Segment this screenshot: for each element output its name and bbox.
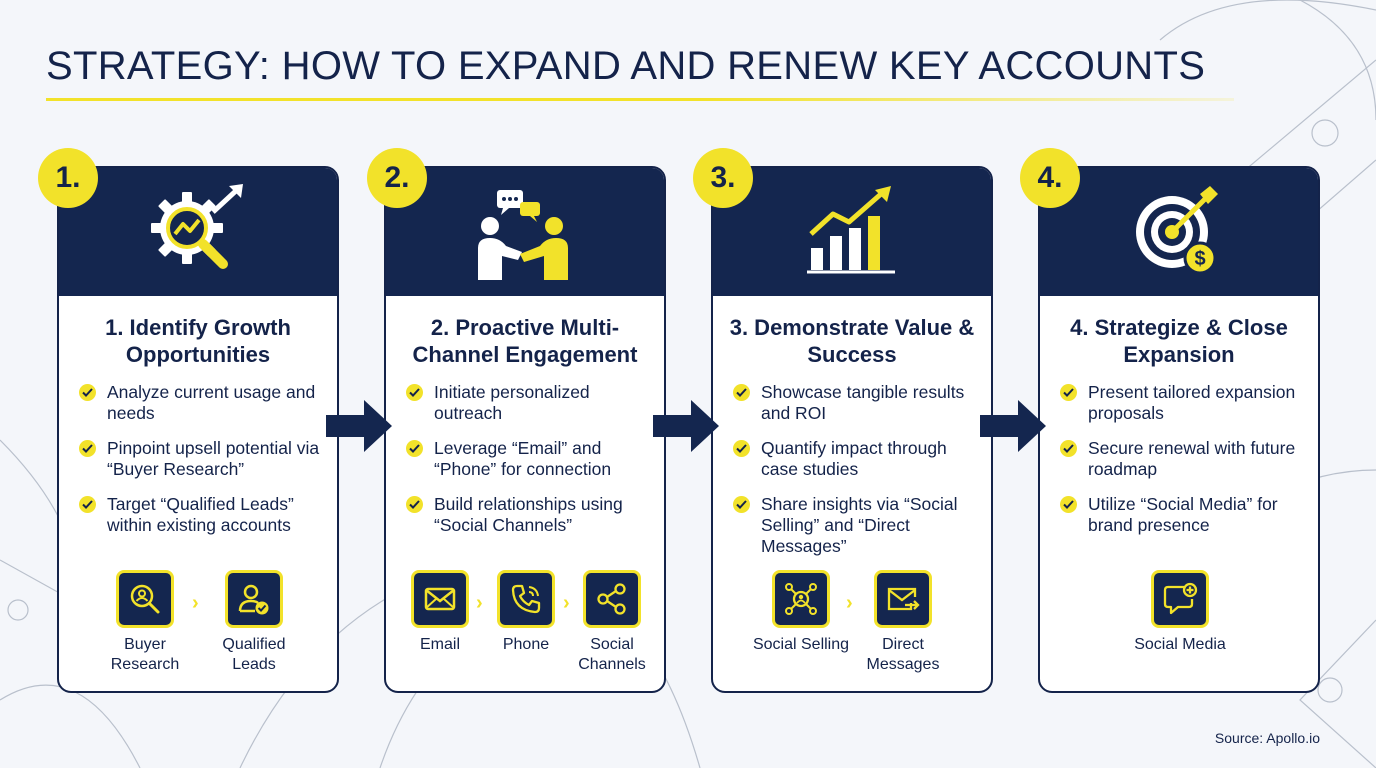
- chevron-right-icon: ›: [192, 592, 199, 614]
- magnifier-person-icon: [130, 584, 160, 614]
- bullet-text: Quantify impact through case studies: [761, 438, 947, 479]
- arrow-right-icon: [326, 400, 392, 452]
- source-note: Source: Apollo.io: [1214, 730, 1320, 746]
- tool-label: Social Selling: [752, 636, 850, 653]
- step-title: 4. Strategize & Close Expansion: [1070, 315, 1288, 367]
- tool-row: Email › Phone ›: [386, 570, 664, 680]
- check-icon: [1060, 440, 1077, 457]
- phone-icon: [511, 584, 541, 614]
- list-item: Quantify impact through case studies: [733, 438, 981, 480]
- arrow-right-icon: [980, 400, 1046, 452]
- step-title: 1. Identify Growth Opportunities: [105, 315, 291, 367]
- list-item: Pinpoint upsell potential via “Buyer Res…: [79, 438, 327, 480]
- bullet-text: Share insights via “Social Selling” and …: [761, 494, 958, 556]
- check-icon: [1060, 496, 1077, 513]
- bullet-text: Build relationships using “Social Channe…: [434, 494, 623, 535]
- tool-social-channels: Social Channels: [562, 570, 662, 675]
- envelope-icon: [424, 587, 456, 611]
- chevron-right-icon: ›: [476, 592, 483, 614]
- list-item: Utilize “Social Media” for brand presenc…: [1060, 494, 1308, 536]
- bullet-text: Analyze current usage and needs: [107, 382, 316, 423]
- bullet-text: Pinpoint upsell potential via “Buyer Res…: [107, 438, 320, 479]
- handshake-chat-icon: [478, 190, 568, 280]
- step-card-2: 2. Proactive Multi-Channel Engagement In…: [384, 166, 666, 693]
- bar-chart-growth-icon: [807, 186, 895, 274]
- tool-social-selling: Social Selling: [751, 570, 851, 655]
- tool-social-media: Social Media: [1130, 570, 1230, 655]
- check-icon: [79, 440, 96, 457]
- chevron-right-icon: ›: [846, 592, 853, 614]
- bullet-text: Utilize “Social Media” for brand presenc…: [1088, 494, 1278, 535]
- tool-row: Social Media: [1040, 570, 1318, 680]
- step-title: 3. Demonstrate Value & Success: [729, 315, 975, 367]
- step-badge-3: 3.: [693, 148, 753, 208]
- list-item: Target “Qualified Leads” within existing…: [79, 494, 327, 536]
- title-underline: [46, 98, 1234, 101]
- chat-plus-icon: [1163, 582, 1198, 615]
- check-icon: [79, 384, 96, 401]
- tool-row: Social Selling › Direct Messages: [713, 570, 991, 680]
- tool-row: Buyer Research › Qualified Leads: [59, 570, 337, 680]
- list-item: Present tailored expansion proposals: [1060, 382, 1308, 424]
- tool-label: Buyer Research: [110, 636, 180, 673]
- card-header: $: [1040, 168, 1318, 296]
- step-card-3: 3. Demonstrate Value & Success Showcase …: [711, 166, 993, 693]
- bullet-list: Analyze current usage and needs Pinpoint…: [79, 382, 327, 550]
- network-person-icon: [785, 583, 817, 615]
- card-header: [386, 168, 664, 296]
- tool-phone: Phone: [476, 570, 576, 655]
- svg-text:$: $: [1194, 248, 1205, 270]
- list-item: Showcase tangible results and ROI: [733, 382, 981, 424]
- check-icon: [1060, 384, 1077, 401]
- step-card-1: 1. Identify Growth Opportunities Analyze…: [57, 166, 339, 693]
- page-title: STRATEGY: HOW TO EXPAND AND RENEW KEY AC…: [46, 44, 1206, 88]
- tool-email: Email: [390, 570, 490, 655]
- check-icon: [406, 384, 423, 401]
- bullet-list: Present tailored expansion proposals Sec…: [1060, 382, 1308, 550]
- check-icon: [733, 384, 750, 401]
- list-item: Build relationships using “Social Channe…: [406, 494, 654, 536]
- bullet-list: Showcase tangible results and ROI Quanti…: [733, 382, 981, 571]
- step-badge-4: 4.: [1020, 148, 1080, 208]
- share-icon: [597, 583, 626, 615]
- bullet-text: Target “Qualified Leads” within existing…: [107, 494, 294, 535]
- step-badge-1: 1.: [38, 148, 98, 208]
- check-icon: [733, 440, 750, 457]
- bullet-text: Secure renewal with future roadmap: [1088, 438, 1296, 479]
- list-item: Share insights via “Social Selling” and …: [733, 494, 981, 557]
- tool-label: Direct Messages: [866, 636, 940, 673]
- card-header: [713, 168, 991, 296]
- tool-label: Phone: [502, 636, 550, 653]
- bullet-text: Initiate personalized outreach: [434, 382, 590, 423]
- target-dollar-icon: $: [1136, 186, 1218, 275]
- check-icon: [79, 496, 96, 513]
- check-icon: [406, 440, 423, 457]
- list-item: Initiate personalized outreach: [406, 382, 654, 424]
- tool-qualified-leads: Qualified Leads: [204, 570, 304, 675]
- check-icon: [406, 496, 423, 513]
- check-icon: [733, 496, 750, 513]
- bullet-text: Leverage “Email” and “Phone” for connect…: [434, 438, 612, 479]
- tool-buyer-research: Buyer Research: [95, 570, 195, 675]
- tool-label: Social Media: [1134, 636, 1226, 653]
- card-header: [59, 168, 337, 296]
- list-item: Analyze current usage and needs: [79, 382, 327, 424]
- bullet-list: Initiate personalized outreach Leverage …: [406, 382, 654, 550]
- tool-label: Email: [419, 636, 460, 653]
- list-item: Secure renewal with future roadmap: [1060, 438, 1308, 480]
- step-title: 2. Proactive Multi-Channel Engagement: [412, 315, 638, 367]
- tool-label: Qualified Leads: [222, 636, 286, 673]
- user-check-icon: [238, 584, 269, 615]
- bullet-text: Showcase tangible results and ROI: [761, 382, 965, 423]
- message-send-icon: [887, 587, 920, 611]
- step-badge-2: 2.: [367, 148, 427, 208]
- step-card-4: $ 4. Strategize & Close Expansion Presen…: [1038, 166, 1320, 693]
- bullet-text: Present tailored expansion proposals: [1088, 382, 1296, 423]
- tool-direct-messages: Direct Messages: [853, 570, 953, 675]
- tool-label: Social Channels: [578, 636, 646, 673]
- chevron-right-icon: ›: [563, 592, 570, 614]
- list-item: Leverage “Email” and “Phone” for connect…: [406, 438, 654, 480]
- gear-magnifier-growth-icon: [151, 184, 243, 269]
- arrow-right-icon: [653, 400, 719, 452]
